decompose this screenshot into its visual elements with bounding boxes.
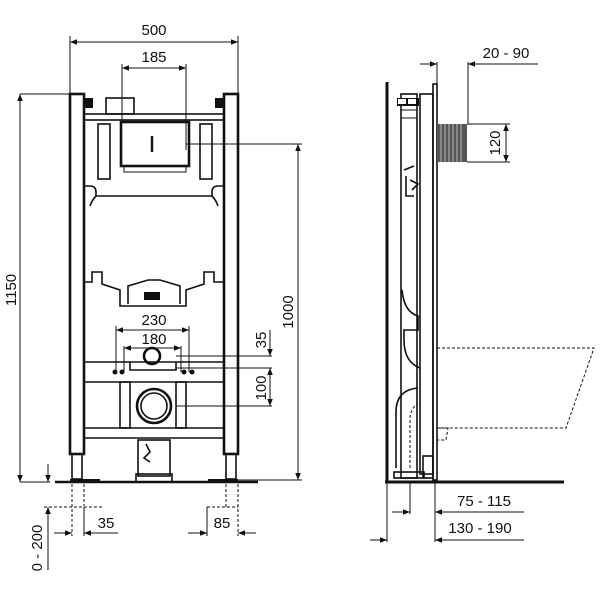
dim-bolt-180: 180	[141, 331, 166, 348]
dim-bolt-230: 230	[141, 312, 166, 329]
dim-outlet-130-190: 130 - 190	[448, 520, 511, 537]
dim-foot-85: 85	[214, 515, 231, 532]
dim-foot-0-200: 0 - 200	[29, 525, 46, 572]
dim-pipe-100: 100	[253, 375, 270, 400]
dim-depth-20-90: 20 - 90	[483, 45, 530, 62]
dim-foot-35: 35	[98, 515, 115, 532]
front-view: 500 185 1150 1000 230 180 35 100 0 - 200…	[3, 22, 302, 571]
dim-width-500: 500	[141, 22, 166, 39]
dim-height-1150: 1150	[3, 274, 20, 306]
dim-outlet-75-115: 75 - 115	[457, 493, 511, 510]
side-view: 20 - 90 120 75 - 115 130 - 190	[370, 45, 595, 543]
bolt-markers	[112, 369, 195, 375]
dim-bracket-185: 185	[141, 49, 166, 66]
dim-height-1000: 1000	[280, 295, 297, 328]
dim-inlet-120: 120	[487, 130, 504, 155]
dim-pipe-35: 35	[253, 332, 270, 349]
